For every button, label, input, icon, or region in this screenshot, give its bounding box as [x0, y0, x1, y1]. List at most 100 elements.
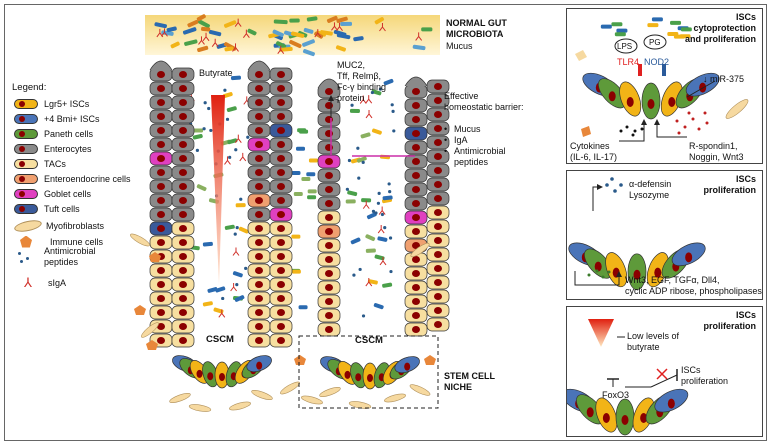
cell-nucleus: [277, 99, 285, 106]
factor-dot: [607, 270, 611, 274]
bacterium: [273, 19, 288, 25]
cell-nucleus: [325, 312, 333, 319]
cell-nucleus: [255, 337, 263, 344]
panel2-crypt-cells: [568, 242, 706, 291]
lumen-bacterium: [224, 224, 235, 230]
immune-cell: [294, 355, 306, 365]
cell-nucleus: [179, 295, 187, 302]
rspondin-label-line2: Noggin, Wnt3: [689, 152, 744, 162]
cell-nucleus: [157, 225, 165, 232]
cell-nucleus: [179, 281, 187, 288]
lysozyme-label: Lysozyme: [629, 190, 670, 200]
legend-item: Antimicrobial peptides: [14, 246, 114, 267]
legend-item: Enterocytes: [14, 142, 92, 155]
cell-nucleus: [412, 242, 420, 249]
siga-mark: [230, 282, 238, 292]
cell-nucleus: [685, 252, 693, 263]
cell-nucleus: [255, 281, 263, 288]
cell-nucleus: [277, 323, 285, 330]
defensin-arrowhead: [597, 184, 603, 190]
bacterium: [154, 22, 167, 29]
cell-nucleus: [434, 97, 442, 104]
legend-label: Goblet cells: [44, 188, 92, 199]
cell-nucleus: [255, 295, 263, 302]
legend-label: +4 Bmi+ ISCs: [44, 113, 100, 124]
cell-nucleus: [412, 214, 420, 221]
peptide-dot: [239, 197, 243, 201]
mucin-label-line: Fc-γ binding: [337, 82, 387, 92]
cell-nucleus: [355, 373, 362, 382]
peptide-dot: [235, 283, 239, 287]
microbiota-bacteria: [154, 14, 433, 57]
peptide-dot: [361, 314, 366, 318]
cell-nucleus: [179, 337, 187, 344]
legend-swatch: [20, 235, 32, 248]
bacterium: [667, 31, 679, 36]
cell-nucleus: [434, 153, 442, 160]
lumen-bacterium: [306, 172, 316, 177]
mucus-label: Mucus: [446, 41, 473, 51]
cell-nucleus: [412, 284, 420, 291]
pg-label: PG: [649, 38, 661, 47]
lumen-bacterium: [291, 234, 301, 239]
bacterium: [197, 45, 209, 53]
bacterium: [247, 28, 257, 36]
cytokines-label-line2: (IL-6, IL-17): [570, 152, 618, 162]
cell-nucleus: [277, 253, 285, 260]
rspondin-dot: [675, 119, 679, 123]
cell-nucleus: [179, 253, 187, 260]
legend-nucleus: [19, 145, 25, 152]
cell-nucleus: [434, 209, 442, 216]
iscs-prolif-label: ISCs: [681, 365, 701, 375]
bacterium: [600, 24, 612, 29]
lps-oval: [614, 38, 638, 54]
bacterium: [224, 46, 234, 52]
cell-nucleus: [412, 102, 420, 109]
cell-nucleus: [325, 186, 333, 193]
cell-nucleus: [255, 239, 263, 246]
foxo3-to-prolif: [650, 374, 678, 388]
tlr4-receptor: [638, 64, 642, 76]
cell-nucleus: [434, 223, 442, 230]
cell-nucleus: [412, 312, 420, 319]
lumen-bacterium: [215, 286, 226, 293]
lumen-bacterium: [366, 212, 377, 220]
stem-cell-niche-label-line2: NICHE: [444, 382, 473, 392]
cell-nucleus: [157, 211, 165, 218]
siga-mark: [242, 29, 250, 38]
panel1-title: ISCs: [735, 12, 756, 22]
cell-nucleus: [157, 155, 165, 162]
arrowhead-1: [641, 119, 647, 125]
legend-nucleus: [19, 160, 25, 167]
legend-item: Enteroendocrine cells: [14, 172, 131, 185]
bacterium: [201, 26, 211, 32]
lumen-bacterium: [371, 89, 382, 96]
cscm-label-right: CSCM: [355, 335, 383, 346]
peptide-dot: [356, 146, 360, 150]
panel1-title-line3: and proliferation: [684, 34, 756, 44]
peptide-dot: [209, 128, 213, 133]
legend-swatch: [14, 250, 40, 264]
cell-nucleus: [325, 158, 333, 165]
cell-nucleus: [434, 251, 442, 258]
cell-nucleus: [179, 85, 187, 92]
bacterium: [680, 27, 692, 32]
cell-nucleus: [325, 298, 333, 305]
lumen-bacterium: [356, 156, 367, 163]
myofibroblast: [319, 386, 341, 398]
siga-mark: [365, 278, 373, 287]
cell-nucleus: [255, 253, 263, 260]
villus-tip: [404, 76, 428, 87]
bacterium: [616, 28, 628, 33]
bacterium: [651, 17, 663, 22]
low-butyrate-label-line2: butyrate: [627, 342, 660, 352]
peptide-dot: [234, 148, 238, 152]
cell-nucleus: [255, 323, 263, 330]
siga-mark: [198, 36, 205, 45]
cell-nucleus: [654, 267, 662, 278]
legend-label: Immune cells: [50, 236, 104, 247]
cell-nucleus: [434, 265, 442, 272]
peptide-dot: [380, 212, 384, 217]
legend-label: Antimicrobial peptides: [44, 245, 96, 267]
peptide-dot: [345, 187, 349, 191]
